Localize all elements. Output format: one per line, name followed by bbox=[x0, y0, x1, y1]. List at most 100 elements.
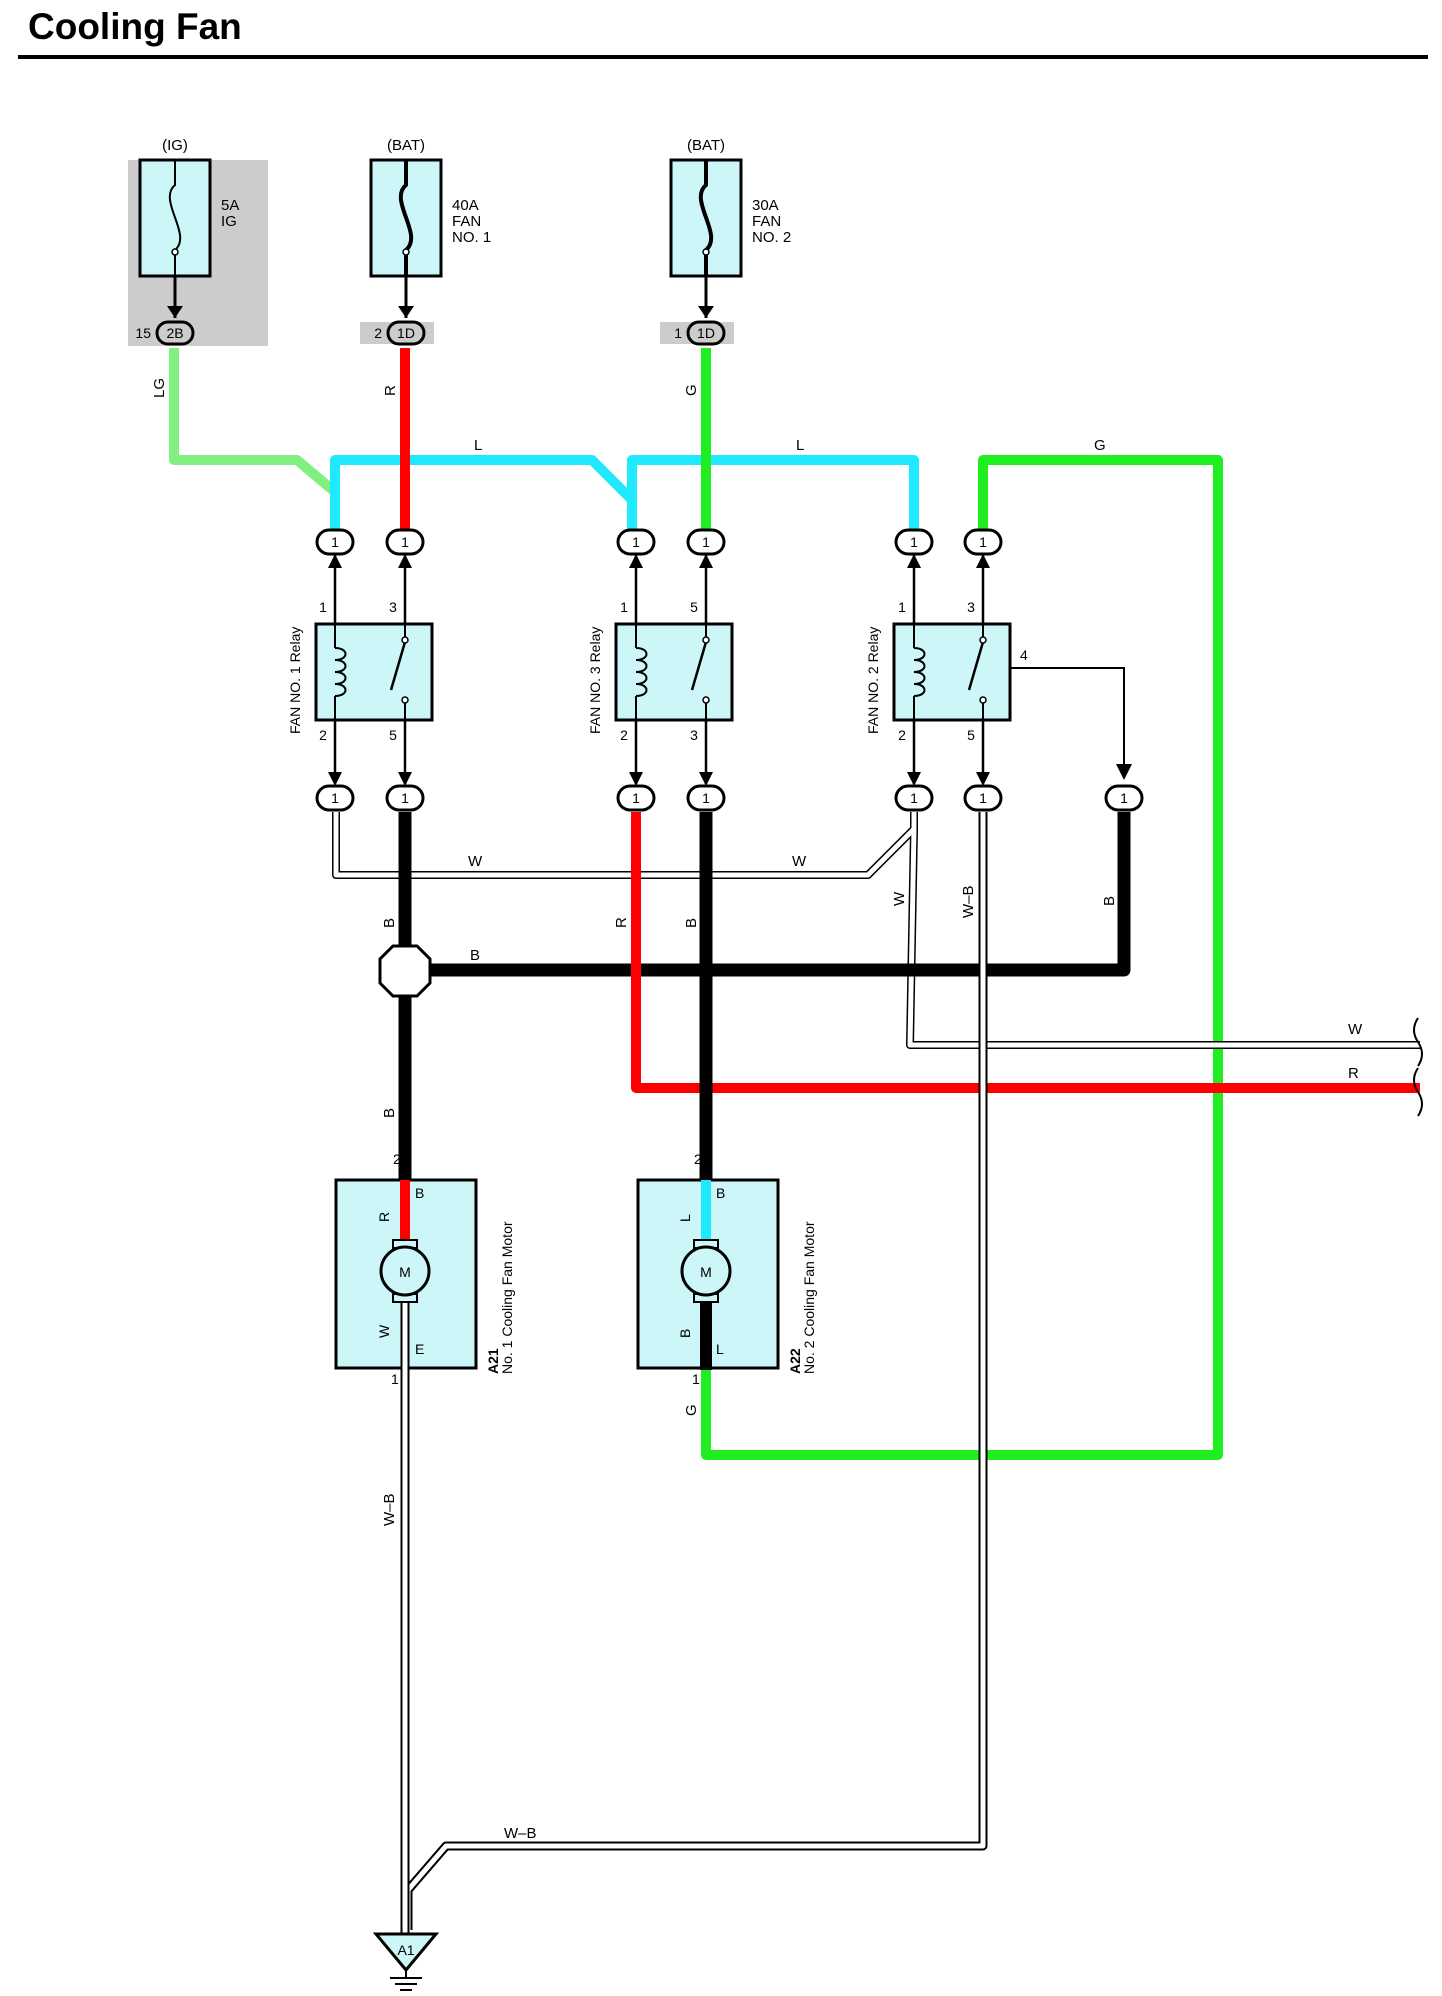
fuse-rating: 30A bbox=[752, 197, 779, 214]
break-mark-r bbox=[1413, 1067, 1423, 1117]
svg-text:1: 1 bbox=[702, 790, 710, 806]
wire-color-label: W–B bbox=[960, 885, 977, 918]
ground-id: A1 bbox=[397, 1942, 414, 1958]
fuse-element-icon bbox=[168, 160, 182, 276]
fuse-connector-id: 1D bbox=[697, 325, 715, 341]
wire-color-label: W bbox=[468, 853, 483, 870]
connector-group: 1 1 1 1 1 1 1 1 1 1 1 1 1 bbox=[315, 528, 1144, 812]
svg-text:1: 1 bbox=[1120, 790, 1128, 806]
arrow-up-icon bbox=[398, 554, 412, 568]
wire-color-label: R bbox=[613, 917, 630, 928]
wire-color-label: W–B bbox=[504, 1825, 537, 1842]
motor-pin: 1 bbox=[391, 1371, 399, 1387]
relay-pin: 1 bbox=[620, 599, 628, 615]
wire-color-label: R bbox=[1348, 1065, 1359, 1082]
relay-body bbox=[314, 622, 434, 722]
relay-pin: 2 bbox=[319, 727, 327, 743]
motor-wire-label: B bbox=[677, 1329, 693, 1338]
motor-wire-label: R bbox=[376, 1212, 392, 1222]
relay-connector-top: 1 bbox=[894, 528, 934, 556]
svg-text:1: 1 bbox=[632, 790, 640, 806]
fuse-connector-id: 1D bbox=[397, 325, 415, 341]
svg-text:1: 1 bbox=[632, 534, 640, 550]
arrow-up-icon bbox=[699, 554, 713, 568]
relay-body bbox=[614, 622, 734, 722]
fuse-terminal-icon bbox=[171, 248, 179, 256]
arrow-down-icon bbox=[398, 306, 414, 318]
relay-connector-top: 1 bbox=[686, 528, 726, 556]
fuse-name: IG bbox=[221, 213, 237, 230]
svg-text:1: 1 bbox=[910, 790, 918, 806]
wire-color-label: L bbox=[474, 437, 482, 454]
relay-switch-icon bbox=[967, 641, 985, 691]
relay-connector-bottom: 1 bbox=[315, 784, 355, 812]
relay-pin: 3 bbox=[967, 599, 975, 615]
relay-connector-top: 1 bbox=[963, 528, 1003, 556]
wire-l bbox=[330, 455, 919, 540]
wire-color-label: G bbox=[683, 1404, 700, 1416]
relay-coil-icon bbox=[635, 647, 648, 697]
relay-connector-bottom: 1 bbox=[894, 784, 934, 812]
wire-color-label: G bbox=[1094, 437, 1106, 454]
relay-connector-bottom: 1 bbox=[686, 784, 726, 812]
wire-color-label: W–B bbox=[381, 1493, 398, 1526]
wire-relay2-pin4 bbox=[1000, 667, 1125, 772]
relay-coil-icon bbox=[334, 647, 347, 697]
relay-pin: 5 bbox=[690, 599, 698, 615]
wire-color-label: B bbox=[683, 918, 700, 928]
motor-terminal: E bbox=[415, 1341, 424, 1357]
motor-pin: 2 bbox=[694, 1151, 702, 1167]
relay-name: FAN NO. 1 Relay bbox=[287, 627, 303, 734]
ground-symbol-icon bbox=[390, 1970, 422, 1991]
fuse-connector-pin: 15 bbox=[135, 325, 151, 341]
arrow-up-icon bbox=[328, 554, 342, 568]
relay-pin: 1 bbox=[319, 599, 327, 615]
arrow-up-icon bbox=[629, 554, 643, 568]
wires bbox=[169, 348, 1423, 1935]
fuse-element-icon bbox=[398, 160, 414, 276]
break-mark-w bbox=[1413, 1017, 1423, 1067]
fuse-name: FAN bbox=[752, 213, 781, 230]
fuse-name: FAN bbox=[452, 213, 481, 230]
relay-pin: 2 bbox=[620, 727, 628, 743]
motor-name: No. 1 Cooling Fan Motor bbox=[499, 1221, 515, 1374]
wire-color-label: LG bbox=[151, 378, 168, 398]
relay-connector-top: 1 bbox=[315, 528, 355, 556]
fuse-connector bbox=[155, 320, 195, 346]
motor-pin: 1 bbox=[692, 1371, 700, 1387]
arrow-down-icon bbox=[398, 772, 412, 786]
wire-w bbox=[332, 812, 1420, 1049]
relay-switch-icon bbox=[389, 641, 407, 691]
svg-text:1: 1 bbox=[401, 790, 409, 806]
fuse-rating: 5A bbox=[221, 197, 239, 214]
motor-wire-label: L bbox=[677, 1214, 693, 1222]
wire-lg bbox=[169, 348, 340, 535]
relay-name: FAN NO. 2 Relay bbox=[865, 627, 881, 734]
motor-code: A21 bbox=[485, 1348, 501, 1374]
wire-color-label: W bbox=[1348, 1021, 1363, 1038]
arrow-down-icon bbox=[167, 306, 183, 318]
wire-b-bus bbox=[405, 812, 1131, 977]
motor-symbol: M bbox=[399, 1264, 411, 1280]
relay-coil-icon bbox=[913, 647, 926, 697]
motor-icon bbox=[379, 1245, 431, 1297]
relay-name: FAN NO. 3 Relay bbox=[587, 627, 603, 734]
wire-color-label: W bbox=[792, 853, 807, 870]
svg-text:1: 1 bbox=[331, 534, 339, 550]
wire-r-relay3 bbox=[631, 812, 1420, 1093]
arrow-down-icon bbox=[907, 772, 921, 786]
relay-pin: 3 bbox=[389, 599, 397, 615]
relay-pin: 4 bbox=[1020, 647, 1028, 663]
fuse-terminal-icon bbox=[702, 248, 710, 256]
fuse-source: (BAT) bbox=[387, 137, 425, 154]
fuse-connector bbox=[686, 320, 726, 346]
